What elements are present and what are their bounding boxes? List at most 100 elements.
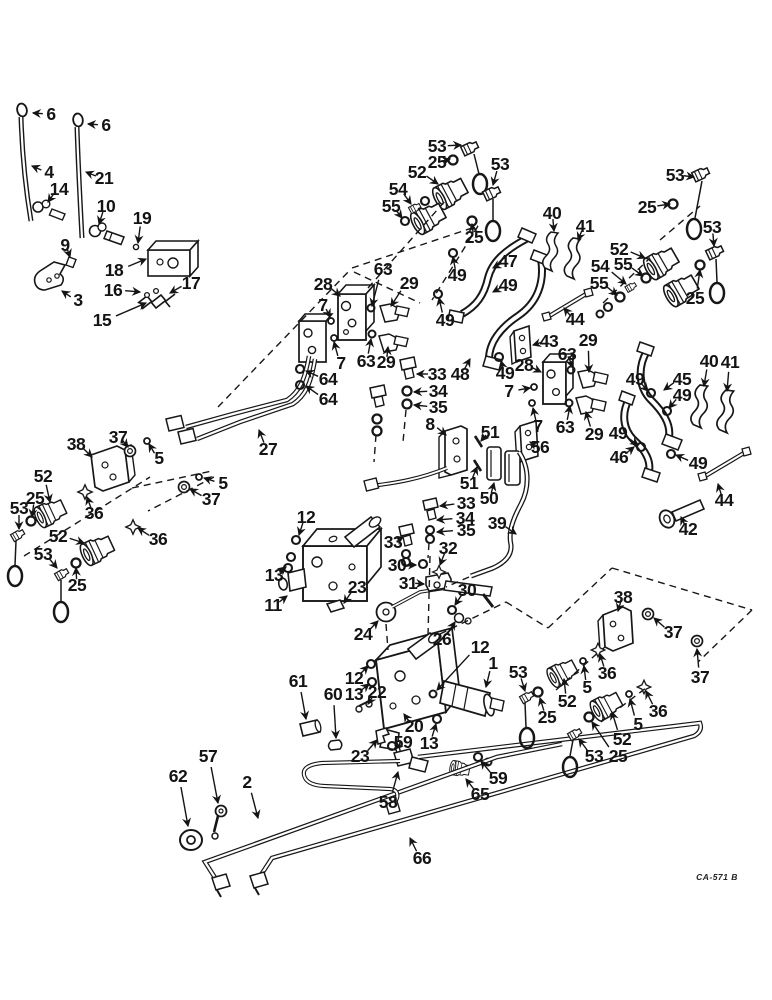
leader-line	[125, 286, 142, 296]
part-label-49: 49	[609, 423, 628, 443]
coupler-group-top-center	[399, 139, 503, 300]
part-label-20: 20	[405, 716, 424, 736]
part-label-8: 8	[425, 414, 435, 434]
part-label-23: 23	[348, 577, 367, 597]
leader-line	[436, 426, 447, 436]
part-label-40: 40	[700, 351, 719, 371]
leader-line	[343, 592, 353, 604]
leader-line	[438, 500, 455, 510]
leader-line	[48, 558, 58, 569]
part-label-53: 53	[703, 217, 722, 237]
part-label-3: 3	[73, 290, 83, 310]
leader-line	[393, 208, 403, 219]
leader-line	[441, 156, 452, 166]
hose-47	[447, 227, 537, 324]
part-label-40: 40	[543, 203, 562, 223]
part-label-27: 27	[259, 439, 277, 459]
leader-line	[611, 271, 627, 285]
leader-line	[382, 345, 392, 358]
leader-line	[367, 739, 378, 752]
part-label-13: 13	[265, 565, 284, 585]
leader-line	[498, 359, 508, 370]
part-label-39: 39	[488, 513, 507, 533]
part-label-38: 38	[614, 587, 633, 607]
leader-line	[297, 522, 306, 537]
leader-line	[680, 515, 689, 527]
leader-line	[426, 175, 439, 185]
bracket-43	[509, 324, 532, 366]
leader-line	[277, 595, 288, 605]
part-label-44: 44	[566, 309, 585, 329]
part-label-36: 36	[149, 529, 168, 549]
part-label-1: 1	[488, 653, 498, 673]
part-label-49: 49	[626, 369, 645, 389]
valve-block-28-right	[541, 351, 609, 415]
part-label-29: 29	[585, 424, 604, 444]
leader-line	[694, 268, 704, 289]
part-label-52: 52	[34, 466, 53, 486]
part-label-5: 5	[218, 473, 228, 493]
part-label-30: 30	[458, 580, 477, 600]
coupler-cluster-left	[6, 437, 203, 624]
alignment-dashes	[23, 199, 753, 723]
part-label-53: 53	[666, 165, 685, 185]
part-label-7: 7	[504, 381, 513, 401]
part-label-6: 6	[46, 104, 56, 124]
leader-line	[606, 286, 618, 296]
part-label-46: 46	[610, 447, 629, 467]
leader-line	[492, 260, 503, 269]
part-label-36: 36	[85, 503, 104, 523]
part-label-43: 43	[540, 331, 559, 351]
plug-stacks-33-34-35	[369, 356, 439, 568]
part-label-10: 10	[97, 196, 116, 216]
leader-line	[530, 406, 540, 421]
leader-line	[369, 620, 379, 631]
part-label-51: 51	[481, 422, 500, 442]
tube-2-and-66	[201, 720, 704, 898]
leader-line	[115, 301, 148, 317]
rod-44-top	[541, 287, 594, 322]
part-label-50: 50	[480, 488, 499, 508]
part-label-37: 37	[664, 622, 682, 642]
leader-line	[492, 284, 503, 293]
leader-line	[693, 647, 703, 668]
part-label-37: 37	[691, 667, 709, 687]
part-label-5: 5	[154, 448, 164, 468]
figure-code-caption: CA-571 B	[696, 872, 738, 882]
leader-line	[563, 307, 573, 318]
part-label-60: 60	[324, 684, 343, 704]
part-label-52: 52	[408, 162, 427, 182]
tube-27-assembly	[165, 313, 334, 445]
leader-line	[468, 222, 478, 233]
leader-line	[583, 410, 593, 427]
coupler-group-top-right	[595, 165, 726, 319]
leader-line	[137, 527, 150, 537]
part-label-25: 25	[465, 227, 484, 247]
part-label-49: 49	[496, 363, 515, 383]
part-label-55: 55	[614, 254, 633, 274]
leader-line	[119, 437, 129, 448]
leader-line	[367, 694, 377, 705]
part-label-11: 11	[264, 595, 282, 615]
leader-line	[565, 358, 574, 369]
leader-line	[531, 338, 543, 348]
part-label-5: 5	[582, 677, 592, 697]
leader-line	[250, 792, 261, 820]
leader-line	[446, 621, 456, 634]
leader-line	[436, 654, 470, 691]
clip-57	[211, 804, 228, 840]
part-label-52: 52	[558, 691, 577, 711]
part-label-44: 44	[715, 490, 734, 510]
leader-line	[69, 536, 86, 545]
leader-line	[615, 601, 625, 613]
part-label-28: 28	[314, 274, 333, 294]
part-label-37: 37	[202, 489, 220, 509]
leader-line	[403, 713, 413, 724]
part-label-33: 33	[428, 364, 447, 384]
leader-line	[365, 337, 374, 354]
part-label-51: 51	[460, 473, 479, 493]
part-label-25: 25	[538, 707, 557, 727]
leader-line	[529, 441, 540, 451]
part-label-37: 37	[109, 427, 127, 447]
